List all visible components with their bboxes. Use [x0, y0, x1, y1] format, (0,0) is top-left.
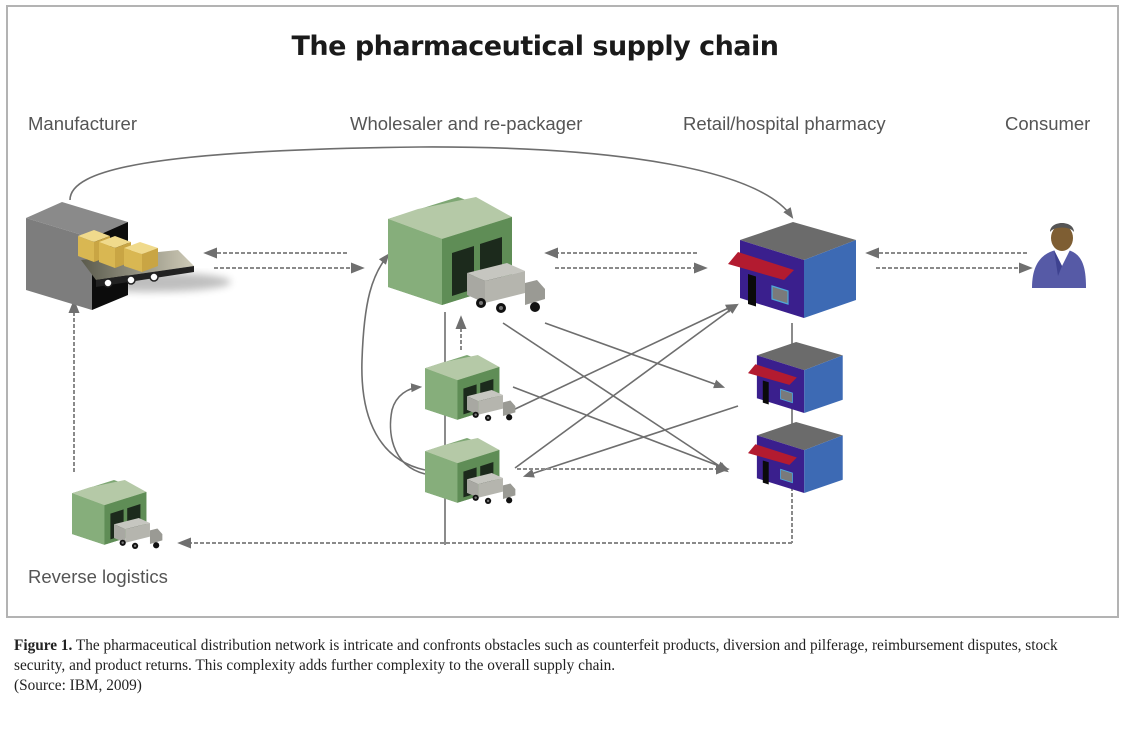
truck-icon	[467, 390, 516, 421]
arrow-repackager1-to-pharmacy-1	[512, 304, 738, 411]
stage-label-consumer: Consumer	[1005, 113, 1090, 134]
diagram-title: The pharmaceutical supply chain	[292, 31, 779, 62]
factory-conveyor-icon	[26, 202, 231, 310]
arrow-repackager2-to-pharmacy-1	[514, 303, 739, 469]
storefront-icon	[747, 341, 844, 414]
main-warehouse	[388, 197, 545, 313]
pharmacy-3	[747, 421, 844, 494]
repackager-warehouse-1	[425, 355, 516, 421]
reverse-logistics-warehouse	[72, 480, 163, 549]
caption-text: The pharmaceutical distribution network …	[14, 637, 1058, 674]
figure-caption: Figure 1. The pharmaceutical distributio…	[14, 636, 1104, 696]
repackager-warehouse-2	[425, 438, 516, 504]
arrow-wholesaler-to-pharmacy-3a	[502, 322, 729, 473]
truck-icon	[114, 518, 163, 549]
arrow-manufacturer-to-pharmacy	[69, 146, 794, 219]
caption-source: (Source: IBM, 2009)	[14, 677, 142, 694]
box-icon	[124, 242, 158, 272]
stage-label-wholesaler: Wholesaler and re-packager	[350, 113, 582, 134]
storefront-icon	[747, 421, 844, 494]
arrow-repackager2-to-repackager1	[389, 383, 426, 475]
caption-label: Figure 1.	[14, 637, 73, 654]
arrow-wholesaler-to-pharmacy-2	[544, 322, 726, 389]
arrow-repackager-curve-to-wholesaler	[361, 253, 426, 471]
pharmacy-2	[747, 341, 844, 414]
arrow-pharmacy-2-to-repackager2	[522, 405, 739, 478]
arrow-repackager1-to-pharmacy-3	[512, 386, 730, 470]
flow-arrows	[68, 146, 1033, 549]
person-icon	[1032, 223, 1086, 288]
reverse-logistics-label: Reverse logistics	[28, 566, 168, 587]
truck-icon	[467, 263, 545, 313]
supply-chain-diagram: The pharmaceutical supply chain Manufact…	[26, 31, 1090, 587]
main-pharmacy	[727, 221, 857, 319]
stage-label-pharmacy: Retail/hospital pharmacy	[683, 113, 886, 134]
figure-frame	[6, 5, 1119, 618]
truck-icon	[467, 473, 516, 504]
storefront-icon	[727, 221, 857, 319]
stage-label-manufacturer: Manufacturer	[28, 113, 137, 134]
